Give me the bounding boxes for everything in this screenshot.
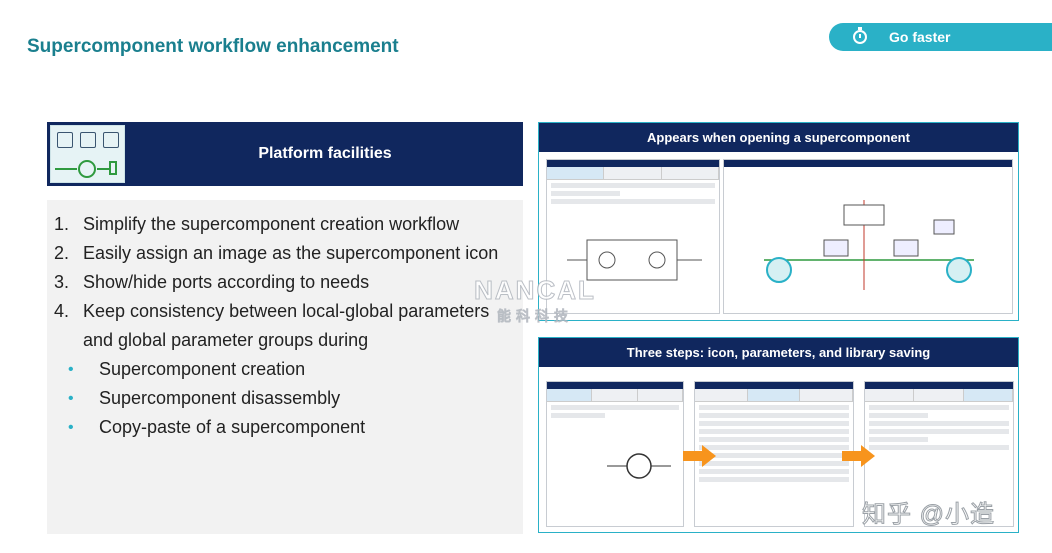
- slide-title: Supercomponent workflow enhancement: [27, 36, 399, 57]
- save-icon: [103, 132, 119, 148]
- motor-symbol: [607, 453, 671, 479]
- model-canvas-panel: [723, 159, 1013, 314]
- vehicle-model-diagram: [764, 200, 974, 290]
- parameters-step-panel: [694, 381, 854, 527]
- spring-icon: [109, 161, 117, 175]
- facilities-title: Platform facilities: [258, 145, 392, 162]
- editor-screenshot-frame: Appears when opening a supercomponent: [538, 122, 1019, 321]
- new-file-icon: [57, 132, 73, 148]
- wire-icon: [97, 168, 109, 170]
- arrow-icon: [702, 445, 716, 467]
- stopwatch-icon: [853, 27, 867, 44]
- suspension-diagram: [567, 239, 702, 281]
- list-item: 2.Easily assign an image as the supercom…: [54, 243, 499, 263]
- feature-list: 1.Simplify the supercomponent creation w…: [54, 210, 520, 442]
- workflow-screenshot-frame: Three steps: icon, parameters, and libra…: [538, 337, 1019, 533]
- open-folder-icon: [80, 132, 96, 148]
- nancal-watermark: NANCAL 能科科技: [474, 275, 596, 325]
- facilities-panel: [47, 200, 523, 534]
- list-item: 1.Simplify the supercomponent creation w…: [54, 214, 460, 234]
- facilities-header: [47, 122, 523, 186]
- workflow-screenshot-caption: Three steps: icon, parameters, and libra…: [539, 338, 1018, 367]
- zhihu-watermark: 知乎 @小造: [861, 501, 996, 529]
- icon-step-panel: [546, 381, 684, 527]
- library-step-panel: [864, 381, 1014, 527]
- sub-list-item: •Copy-paste of a supercomponent: [68, 417, 366, 437]
- sub-list-item: •Supercomponent creation: [68, 359, 306, 379]
- arrow-icon: [842, 451, 862, 461]
- sub-list-item: •Supercomponent disassembly: [68, 388, 341, 408]
- wire-icon: [55, 168, 77, 170]
- list-item: 4.Keep consistency between local-global …: [54, 301, 490, 350]
- arrow-icon: [861, 445, 875, 467]
- platform-icon-tile: [50, 125, 125, 183]
- go-faster-label: Go faster: [889, 29, 951, 45]
- editor-screenshot-caption: Appears when opening a supercomponent: [539, 123, 1018, 152]
- list-item: 3.Show/hide ports according to needs: [54, 272, 370, 292]
- go-faster-badge: Go faster: [829, 23, 1052, 51]
- motor-icon: [78, 160, 96, 178]
- supercomponent-editor-panel: [546, 159, 720, 314]
- arrow-icon: [683, 451, 703, 461]
